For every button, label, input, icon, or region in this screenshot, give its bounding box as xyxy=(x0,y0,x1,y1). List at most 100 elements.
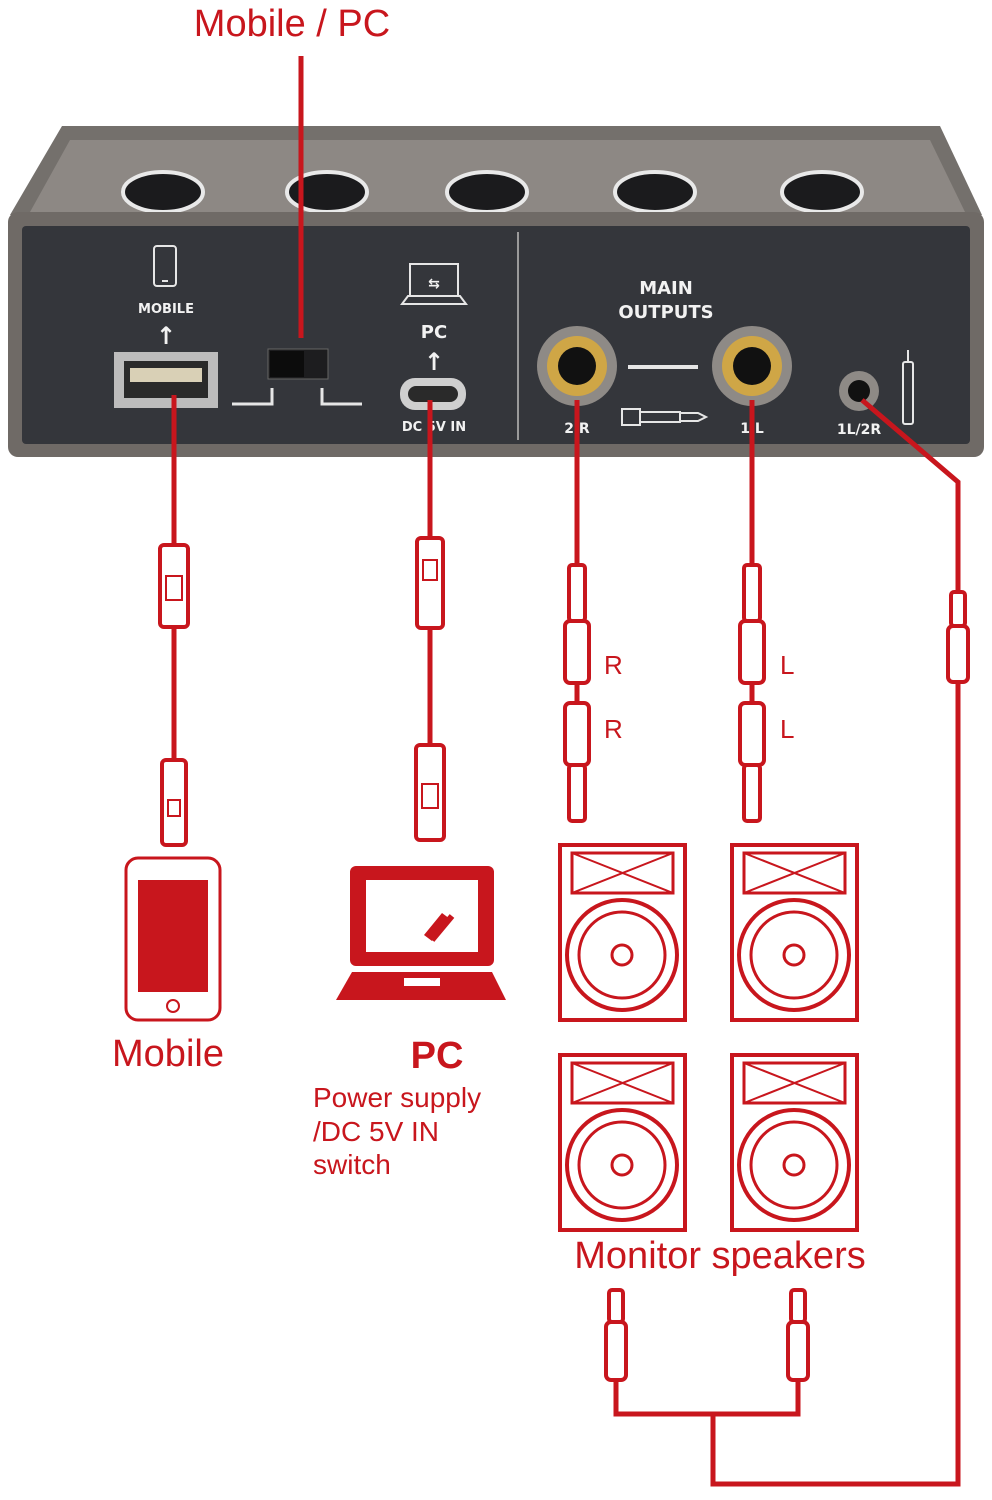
audio-interface: MOBILE ↑ ⇆ PC ↑ DC 5V IN xyxy=(8,126,984,457)
switch-knob[interactable] xyxy=(270,351,304,377)
jack-icon-tip xyxy=(680,412,709,422)
usb-plug-detail xyxy=(422,559,438,581)
speaker-woofer-cap xyxy=(610,1153,634,1177)
jack-plug-segment xyxy=(949,590,967,628)
cable-segment xyxy=(710,682,961,1487)
mini-jack-icon xyxy=(902,350,914,425)
jack-plug-segment xyxy=(567,763,587,823)
pc-label: PC xyxy=(411,1035,464,1077)
knob[interactable] xyxy=(780,170,864,214)
speaker-woofer-cap xyxy=(782,943,806,967)
trs-plug-icon xyxy=(563,701,591,767)
right-channel-cable: R R xyxy=(563,400,623,823)
usb-symbol-icon: ⇆ xyxy=(428,276,440,292)
usb-cable-mobile xyxy=(158,395,190,847)
usb-plug-detail xyxy=(421,783,439,809)
speaker-woofer-ring xyxy=(577,1120,667,1210)
laptop-icon-base xyxy=(400,295,468,305)
dc-in-label: DC 5V IN xyxy=(402,420,466,435)
mini-jack-plug-icon xyxy=(946,624,970,684)
speaker-icon xyxy=(730,1053,859,1232)
r-connector-label-upper: R xyxy=(604,650,623,680)
speaker-horn xyxy=(742,1061,847,1105)
speaker-woofer-cap xyxy=(610,943,634,967)
speaker-horn-cross xyxy=(571,852,674,894)
cable-segment xyxy=(613,1380,801,1417)
r-connector-label-lower: R xyxy=(604,714,623,744)
speaker-woofer xyxy=(737,898,851,1012)
laptop-screen-mark xyxy=(429,914,455,942)
arrow-up-icon: ↑ xyxy=(424,348,444,376)
mini-jack-cable xyxy=(710,398,970,1487)
speaker-icon xyxy=(558,843,687,1022)
trs-plug-icon xyxy=(738,701,766,767)
l-connector-label-lower: L xyxy=(780,714,794,744)
pc-note-line1: Power supply xyxy=(313,1082,481,1113)
usb-c-port-inner xyxy=(408,386,458,402)
mobile-port-label: MOBILE xyxy=(138,302,194,317)
speaker-woofer-cap xyxy=(782,1153,806,1177)
mini-jack-plug-icon xyxy=(604,1320,628,1382)
mobile-device: Mobile xyxy=(112,856,224,1075)
speaker-icon xyxy=(558,1053,687,1232)
pc-note-line2: /DC 5V IN xyxy=(313,1116,439,1147)
trs-plug-icon xyxy=(563,619,591,685)
l-connector-label-upper: L xyxy=(780,650,794,680)
headphone-jack-label: 1L/2R xyxy=(837,422,882,438)
laptop-trackpad xyxy=(404,978,440,986)
usb-a-contacts xyxy=(130,368,202,382)
usb-plug-detail xyxy=(165,575,183,601)
mobile-port-group: MOBILE ↑ xyxy=(114,245,218,408)
pc-device: PC Power supply /DC 5V IN switch xyxy=(313,866,506,1180)
speaker-horn xyxy=(570,1061,675,1105)
laptop-screen-mark xyxy=(424,913,450,941)
usb-a-plug-icon xyxy=(414,743,446,842)
micro-usb-plug-icon xyxy=(160,758,188,847)
cable-segment xyxy=(860,398,961,592)
phone-home-button xyxy=(166,999,180,1013)
usb-cable-pc xyxy=(414,400,446,842)
switch-bracket-right xyxy=(320,388,362,406)
left-channel-cable: L L xyxy=(738,400,794,823)
usb-a-plug-icon xyxy=(158,543,190,629)
speaker-woofer-ring xyxy=(577,910,667,1000)
main-outputs-label-line1: MAIN xyxy=(639,278,693,299)
speaker-woofer-ring xyxy=(749,1120,839,1210)
output-jack-2r-hole xyxy=(558,347,596,385)
speaker-horn xyxy=(570,851,675,895)
jack-icon-sleeve xyxy=(639,411,681,423)
output-jack-1l-hole xyxy=(733,347,771,385)
mini-jack-plug-icon xyxy=(786,1320,810,1382)
main-outputs-label-line2: OUTPUTS xyxy=(618,302,713,323)
phone-screen xyxy=(138,880,208,992)
switch-callout-label: Mobile / PC xyxy=(194,3,390,45)
knob[interactable] xyxy=(613,170,697,214)
speaker-horn-cross xyxy=(743,1062,846,1104)
jack-plug-icon xyxy=(621,408,709,426)
speaker-icon xyxy=(730,843,859,1022)
pc-note-line3: switch xyxy=(313,1149,391,1180)
trs-plug-icon xyxy=(738,619,766,685)
laptop-screen xyxy=(366,880,478,952)
jack-plug-segment xyxy=(742,563,762,623)
mobile-pc-switch[interactable] xyxy=(232,348,362,406)
splitter-cable xyxy=(604,1288,810,1417)
knob[interactable] xyxy=(445,170,529,214)
speaker-horn-cross xyxy=(571,1062,674,1104)
usb-plug-detail xyxy=(167,799,181,817)
main-outputs-group: MAIN OUTPUTS 2 R 1 L 1L/2R xyxy=(537,278,914,438)
mobile-label: Mobile xyxy=(112,1033,224,1075)
speaker-woofer-ring xyxy=(749,910,839,1000)
monitor-speakers-label: Monitor speakers xyxy=(574,1235,865,1277)
knob[interactable] xyxy=(121,170,205,214)
jack-plug-segment xyxy=(607,1288,625,1324)
speaker-horn xyxy=(742,851,847,895)
speaker-woofer xyxy=(565,1108,679,1222)
usb-c-plug-icon xyxy=(415,536,445,630)
switch-bracket-left xyxy=(232,388,274,406)
speaker-horn-cross xyxy=(743,852,846,894)
headphone-jack-hole xyxy=(848,380,870,402)
monitor-speakers: Monitor speakers xyxy=(558,843,866,1277)
arrow-up-icon: ↑ xyxy=(156,322,176,350)
